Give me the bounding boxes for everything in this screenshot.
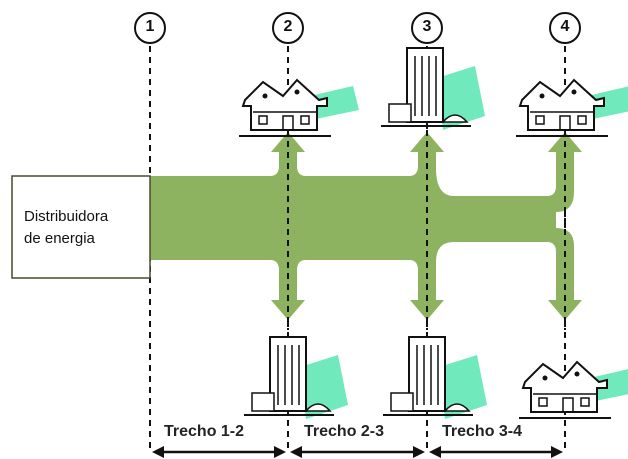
node-label-2: 2 [283,18,293,35]
office-building-icon [382,336,488,420]
node-circle-1 [134,12,166,44]
segment-label-1-2: Trecho 1-2 [164,423,245,440]
node-label-1: 1 [145,18,155,35]
distributor-label: Distribuidora de energia [24,206,108,250]
distributor-label-line2: de energia [24,230,95,247]
energy-flow [150,132,582,320]
node-circle-3 [411,12,443,44]
distributor-box [11,175,151,279]
office-building-icon [243,336,349,420]
segment-arrows [152,446,563,458]
distributor-label-line1: Distribuidora [24,208,109,225]
node-label-4: 4 [560,18,570,35]
house-icon [238,79,360,137]
node-circle-4 [549,12,581,44]
node-circles [134,12,581,44]
segment-label-2-3: Trecho 2-3 [304,423,385,440]
segment-label-3-4: Trecho 3-4 [442,423,523,440]
node-label-3: 3 [422,18,432,35]
office-building-icon [380,47,486,131]
house-icon [515,79,628,137]
node-circle-2 [272,12,304,44]
house-icon [518,361,628,419]
flow-band [150,132,582,320]
